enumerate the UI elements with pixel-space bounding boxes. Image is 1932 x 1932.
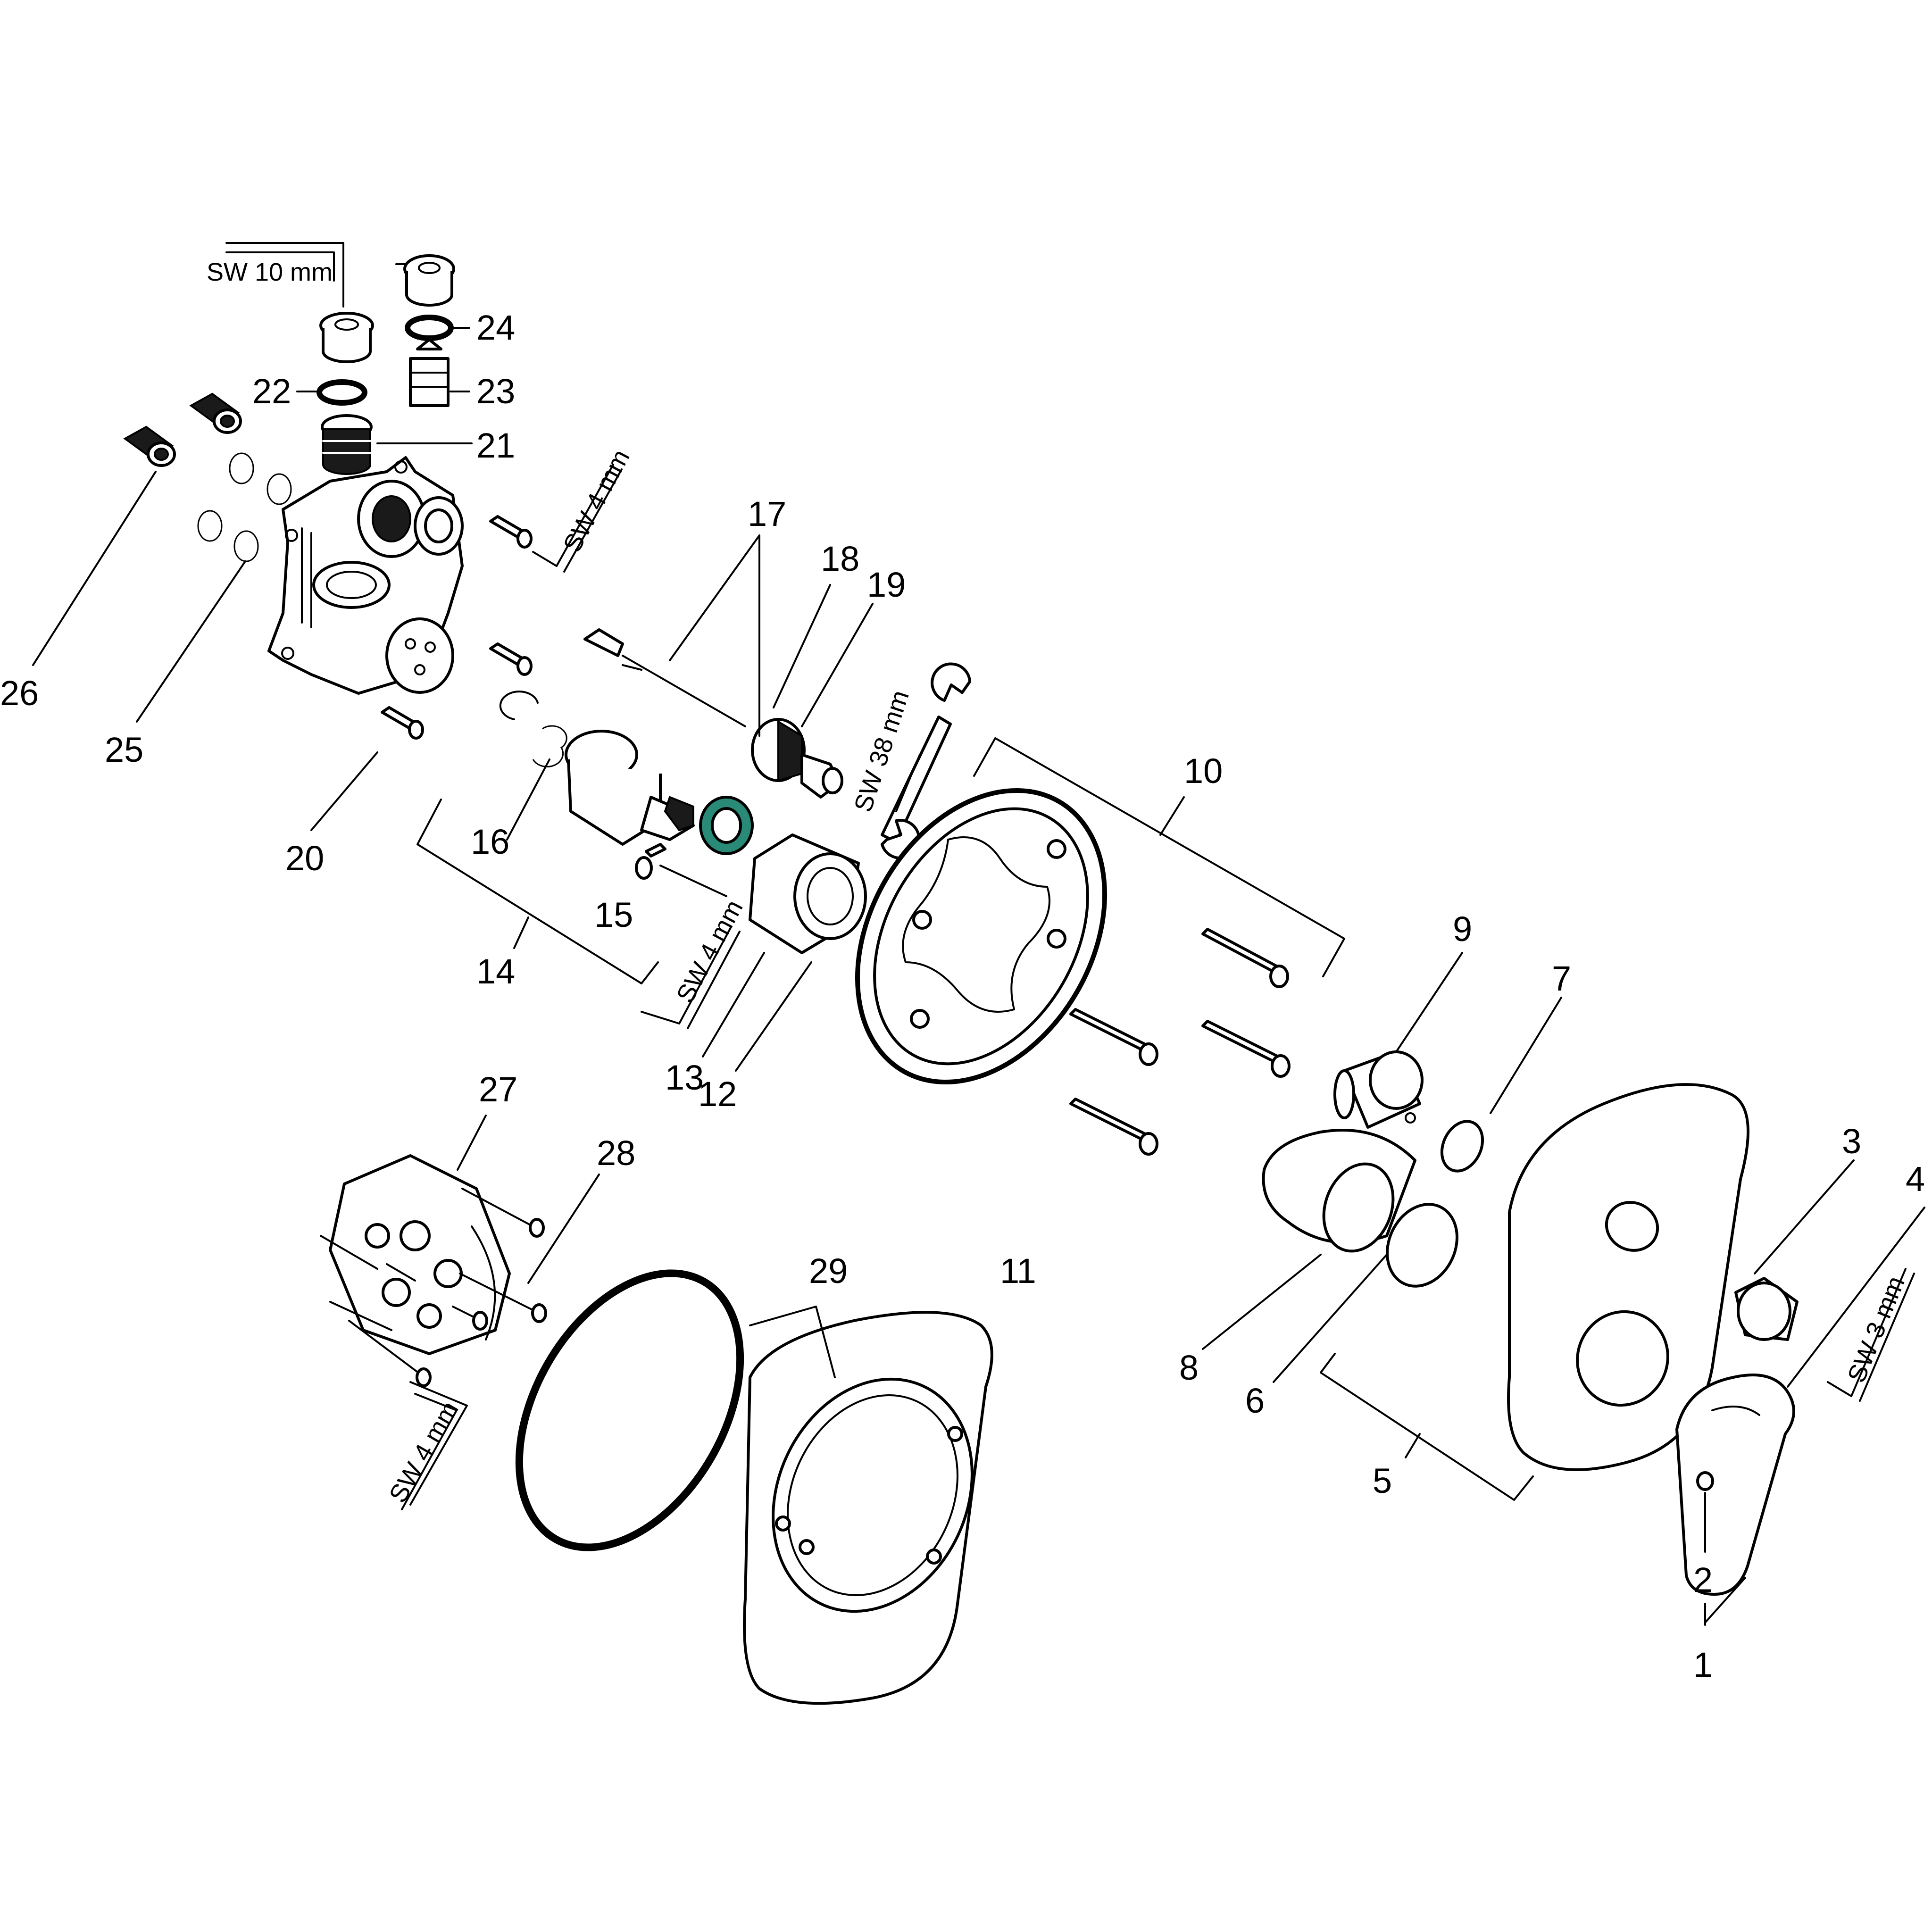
label-9: 9 bbox=[1453, 909, 1472, 949]
leader-27 bbox=[457, 1115, 487, 1171]
tool-sw4-middle-label: SW 4 mm bbox=[671, 895, 749, 1007]
leader-4 bbox=[1787, 1207, 1925, 1388]
hex-key-sw10: SW 10 mm bbox=[207, 242, 344, 286]
leader-9 bbox=[1395, 952, 1463, 1053]
leader-15 bbox=[659, 865, 727, 897]
bracket-5 bbox=[1320, 1353, 1534, 1501]
label-4: 4 bbox=[1906, 1159, 1925, 1199]
part-10-screws bbox=[1069, 928, 1291, 1156]
label-14: 14 bbox=[476, 952, 515, 991]
label-27: 27 bbox=[479, 1070, 517, 1109]
tool-sw3-label: SW 3 mm bbox=[1842, 1272, 1910, 1386]
hex-key-sw4-lower: SW 4 mm bbox=[383, 1381, 468, 1510]
leader-1 bbox=[1704, 1577, 1746, 1626]
leader-13 bbox=[702, 952, 765, 1058]
leader-10 bbox=[1159, 796, 1185, 836]
label-19: 19 bbox=[867, 565, 906, 604]
label-20: 20 bbox=[285, 839, 324, 878]
part-8-cover-cap bbox=[1262, 1129, 1416, 1253]
leader-19 bbox=[801, 603, 874, 727]
part-28-screws bbox=[320, 1188, 547, 1387]
part-5-trim-plate bbox=[1507, 1083, 1749, 1471]
part-15-screw bbox=[635, 843, 666, 880]
part-26-nipple-lower bbox=[123, 425, 176, 467]
part-14-cartridge bbox=[565, 730, 695, 846]
label-5: 5 bbox=[1373, 1461, 1392, 1500]
leader-29 bbox=[749, 1306, 836, 1378]
part-23-check-valve bbox=[409, 338, 450, 407]
leader-18 bbox=[773, 584, 831, 708]
label-12: 12 bbox=[698, 1074, 737, 1114]
part-16-clip bbox=[499, 691, 567, 767]
part-24-plug bbox=[395, 254, 455, 341]
leader-28 bbox=[527, 1174, 600, 1284]
bracket-10 bbox=[973, 737, 1345, 977]
part-26-nipple-upper bbox=[189, 392, 242, 434]
label-26: 26 bbox=[0, 674, 39, 713]
hex-key-sw3: SW 3 mm bbox=[1827, 1268, 1915, 1402]
label-2: 2 bbox=[1693, 1560, 1713, 1599]
part-13-ring bbox=[699, 796, 754, 855]
label-3: 3 bbox=[1842, 1122, 1861, 1161]
label-28: 28 bbox=[597, 1133, 635, 1173]
valve-body bbox=[267, 456, 464, 695]
label-10: 10 bbox=[1184, 751, 1223, 791]
label-25: 25 bbox=[105, 730, 143, 769]
part-10-mounting-ring bbox=[855, 788, 1107, 1085]
label-18: 18 bbox=[821, 539, 859, 578]
label-23: 23 bbox=[476, 372, 515, 411]
part-12-sleeve bbox=[749, 833, 867, 954]
label-8: 8 bbox=[1179, 1348, 1199, 1387]
label-22: 22 bbox=[252, 372, 291, 411]
part-7-o-ring bbox=[1440, 1120, 1484, 1173]
leader-25 bbox=[136, 560, 246, 723]
part-21-insert bbox=[321, 414, 373, 475]
leader-6 bbox=[1273, 1254, 1388, 1383]
part-3-cap bbox=[1734, 1277, 1799, 1341]
part-2-screw bbox=[1696, 1471, 1714, 1491]
label-13: 13 bbox=[665, 1058, 704, 1097]
label-29: 29 bbox=[809, 1251, 848, 1291]
leader-8 bbox=[1202, 1254, 1322, 1350]
leader-12 bbox=[735, 961, 812, 1072]
label-16: 16 bbox=[471, 822, 509, 861]
part-29-gasket bbox=[515, 1269, 744, 1551]
label-15: 15 bbox=[594, 895, 633, 934]
label-17: 17 bbox=[748, 494, 786, 533]
part-6-o-ring bbox=[1386, 1203, 1458, 1288]
part-27-mounting-bracket bbox=[329, 1154, 511, 1355]
part-11-trim-flange bbox=[743, 1311, 993, 1705]
label-6: 6 bbox=[1245, 1381, 1265, 1420]
part-9-extension bbox=[1333, 1050, 1424, 1129]
leader-17 bbox=[669, 534, 760, 737]
label-24: 24 bbox=[476, 308, 515, 347]
leader-16 bbox=[506, 758, 550, 841]
bracket-14 bbox=[416, 799, 659, 984]
hex-key-sw4-upper: SW 4 mm bbox=[532, 445, 635, 573]
part-25-o-rings bbox=[197, 452, 292, 562]
part-20-screws bbox=[381, 515, 533, 740]
leader-5 bbox=[1405, 1433, 1421, 1458]
leader-26 bbox=[32, 471, 157, 666]
leader-7 bbox=[1490, 997, 1562, 1114]
tool-sw4-lower-label: SW 4 mm bbox=[383, 1397, 464, 1507]
label-7: 7 bbox=[1552, 959, 1571, 998]
leader-3 bbox=[1754, 1159, 1855, 1274]
tool-sw4-upper-label: SW 4 mm bbox=[558, 445, 635, 557]
label-1: 1 bbox=[1693, 1645, 1713, 1684]
part-18-19-diverter bbox=[751, 718, 843, 799]
label-21: 21 bbox=[476, 426, 515, 465]
tool-sw10-label: SW 10 mm bbox=[207, 258, 333, 286]
leader-20 bbox=[310, 751, 378, 831]
part-22-plug bbox=[316, 280, 374, 406]
label-11: 11 bbox=[1000, 1251, 1036, 1291]
part-17-spindle bbox=[583, 628, 746, 727]
leader-14 bbox=[513, 916, 529, 949]
